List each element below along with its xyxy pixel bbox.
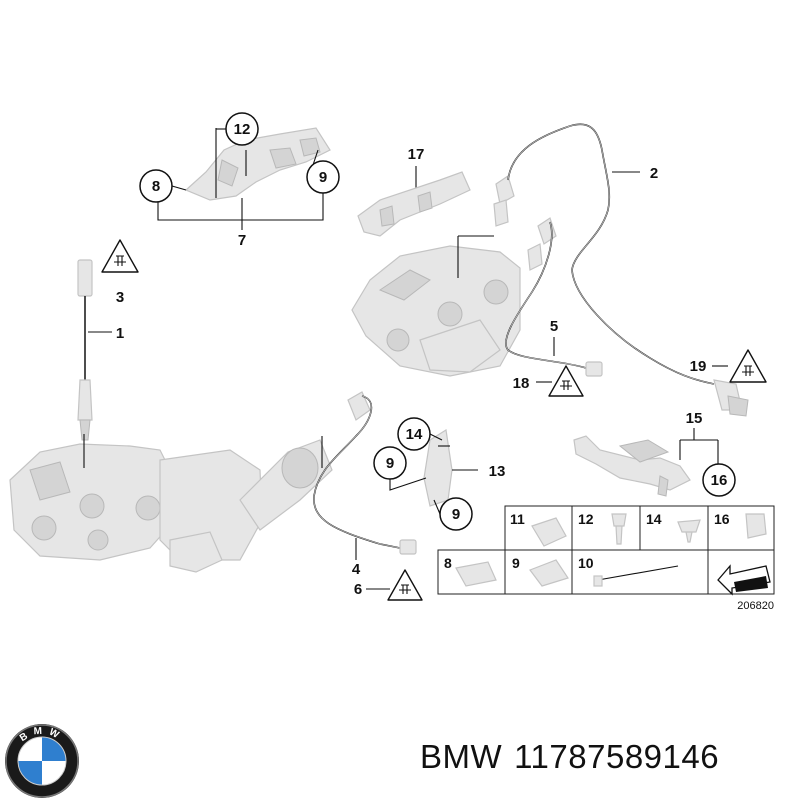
parts-table: 11 12 14 16 8 9 10 206820: [437, 505, 775, 612]
logo-quadrant-blue-1: [42, 737, 66, 761]
callout-16: 16: [702, 463, 736, 497]
table-cell-14: 14: [646, 511, 662, 527]
arrow-pointer-shadow: [734, 576, 768, 592]
warning-sign-19: 19: [690, 349, 767, 383]
callout-6-label: 6: [354, 581, 362, 598]
bmw-logo: BMW: [5, 724, 79, 798]
brand-name: BMW: [420, 738, 503, 775]
table-cell-16: 16: [714, 511, 730, 527]
bolt-12-thumb: [611, 513, 627, 545]
bracket-17: 17: [357, 146, 471, 237]
callout-9-low-label: 9: [452, 506, 460, 523]
bracket-7: 7: [157, 193, 324, 249]
callout-17-label: 17: [408, 146, 425, 163]
exhaust-manifold-right: [351, 235, 521, 377]
callout-18-label: 18: [513, 375, 530, 392]
callout-4-label: 4: [352, 561, 361, 578]
callout-15-label: 15: [686, 410, 703, 427]
oxygen-sensor-2: 2: [493, 123, 749, 417]
callout-5-label: 5: [550, 318, 558, 335]
clip-16-thumb: [745, 513, 767, 539]
callout-3-label: 3: [116, 289, 124, 306]
cable-tie-10-thumb: [597, 565, 679, 581]
callout-8: 8: [139, 169, 187, 203]
warning-sign-3: 3: [101, 239, 139, 306]
arrow-pointer-icon: [717, 564, 771, 596]
callout-12: 12: [216, 112, 259, 146]
oxygen-sensor-1: 1: [77, 259, 124, 441]
callout-1-label: 1: [116, 325, 124, 342]
clip-11-thumb: [531, 517, 567, 547]
callout-9-mid: 9 13: [373, 446, 506, 491]
part-number: 11787589146: [514, 738, 720, 775]
callout-8-label: 8: [152, 178, 160, 195]
callout-19-label: 19: [690, 358, 707, 375]
callout-13-label: 13: [489, 463, 506, 480]
callout-14-label: 14: [406, 426, 423, 443]
cable-tie-10-head: [593, 575, 603, 587]
callout-9-top-label: 9: [319, 169, 327, 186]
part-caption: BMW 11787589146: [420, 738, 792, 788]
logo-quadrant-blue-2: [18, 761, 42, 785]
bolt-14-thumb: [677, 519, 701, 543]
warning-sign-18: 18: [513, 365, 584, 397]
clip-8-thumb: [455, 561, 497, 587]
callout-14: 14: [397, 417, 443, 451]
exhaust-manifold-left: [9, 434, 333, 573]
table-cell-8: 8: [444, 555, 452, 571]
table-cell-12: 12: [578, 511, 594, 527]
callout-7-label: 7: [238, 232, 246, 249]
callout-9-mid-label: 9: [386, 455, 394, 472]
oxygen-sensor-4: 4: [313, 391, 417, 578]
callout-9-low: 9: [433, 497, 473, 531]
callout-12-label: 12: [234, 121, 251, 138]
callout-2-label: 2: [650, 165, 658, 182]
callout-16-label: 16: [711, 472, 728, 489]
oxygen-sensor-5: 5: [505, 217, 603, 377]
clip-9-thumb: [529, 559, 569, 587]
table-cell-11: 11: [510, 511, 525, 527]
heat-shield-part: [184, 127, 331, 201]
bracket-15: 15: [573, 410, 719, 497]
diagram-reference: 206820: [737, 600, 774, 612]
table-cell-10: 10: [578, 555, 594, 571]
table-cell-9: 9: [512, 555, 520, 571]
warning-sign-6: 6: [354, 569, 423, 601]
